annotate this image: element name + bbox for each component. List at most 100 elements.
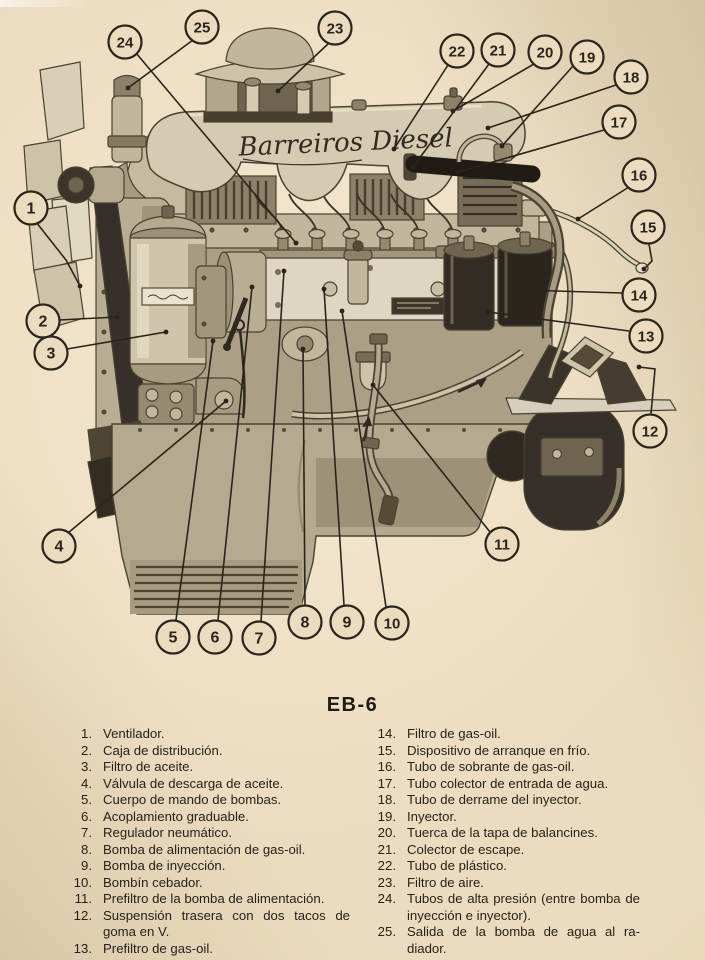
legend-item-number: 21. — [377, 841, 396, 857]
injection-pump — [259, 249, 501, 321]
legend-item: 2.Caja de distribución. — [56, 743, 350, 760]
legend-item-text: Tubo colector de entrada de agua. — [407, 775, 609, 791]
callout-circle-13 — [628, 318, 664, 354]
legend-item-text: Filtro de gas-oil. — [407, 726, 501, 741]
callout-number-14: 14 — [631, 288, 648, 305]
callout-dot-18 — [485, 125, 491, 131]
legend-item-text: Bomba de inyección. — [103, 858, 226, 873]
callout-circle-20 — [527, 34, 563, 70]
callout-dot-11 — [370, 382, 376, 388]
engine-illustration: Barreiros Diesel — [13, 9, 678, 656]
legend-item-text: Prefiltro de gas-oil. — [103, 940, 213, 956]
air-filter — [193, 27, 347, 123]
callout-dot-25 — [125, 85, 131, 91]
callout-line-18 — [487, 84, 617, 129]
legend-item-text: Colector de escape. — [407, 841, 525, 857]
callout-number-17: 17 — [611, 115, 628, 132]
callout-dot-16 — [575, 216, 581, 222]
legend-item-number: 19. — [377, 808, 396, 824]
callout-number-3: 3 — [47, 346, 56, 363]
legend-item-number: 25. — [377, 924, 396, 939]
callout-dot-4 — [223, 398, 229, 404]
callout-dot-21 — [410, 164, 416, 170]
callout-circle-9 — [329, 604, 365, 640]
callout-number-8: 8 — [301, 615, 310, 632]
callout-number-13: 13 — [638, 329, 655, 346]
legend-item: 9.Bomba de inyección. — [56, 858, 350, 875]
callout-dot-22 — [391, 146, 397, 152]
callout-circle-16 — [621, 157, 657, 193]
legend-item: 6. Acoplamiento graduable. — [56, 809, 350, 826]
fuel-hoses — [291, 333, 525, 526]
callout-line-1 — [35, 221, 81, 287]
callout-line-16 — [577, 186, 630, 220]
callout-line-7 — [260, 270, 285, 622]
callout-circle-10 — [374, 605, 410, 641]
legend-item-number: 7. — [81, 825, 92, 840]
callout-line-10 — [341, 310, 387, 608]
legend-item: 5.Cuerpo de mando de bombas. — [56, 792, 350, 809]
callout-circle-11 — [484, 526, 520, 562]
callout-number-24: 24 — [117, 35, 134, 52]
callout-circle-7 — [241, 620, 277, 656]
callout-circle-1 — [13, 190, 49, 226]
legend-column-right: 14.Filtro de gas-oil.15.Dispositivo de a… — [360, 726, 640, 957]
callout-dot-8 — [300, 346, 306, 352]
legend-item-number: 18. — [377, 792, 396, 807]
callout-circle-18 — [613, 59, 649, 95]
dipstick — [233, 319, 246, 419]
callout-line-8 — [302, 348, 306, 606]
callout-number-21: 21 — [490, 43, 507, 60]
legend-item-text: Tuerca de la tapa de balancines. — [407, 825, 598, 840]
callout-number-2: 2 — [39, 314, 48, 331]
legend-item-text: Tubo de sobrante de gas-oil. — [407, 759, 575, 774]
callout-number-10: 10 — [384, 616, 401, 633]
callout-dot-3 — [163, 329, 169, 335]
legend-item-number: 6. — [81, 808, 92, 824]
callout-circle-12 — [632, 413, 668, 449]
legend-item-text: Inyector. — [407, 808, 457, 824]
callout-line-14 — [522, 289, 623, 294]
fuel-lift-pump — [281, 326, 329, 362]
legend-item: 4.Válvula de descarga de aceite. — [56, 776, 350, 793]
legend-item: 15.Dispositivo de arranque en frío. — [360, 743, 640, 760]
legend-item-text: Ventilador. — [103, 726, 165, 741]
callout-line-17 — [457, 129, 605, 173]
legend-item-number: 24. — [377, 891, 396, 906]
legend-column-left: 1.Ventilador.2.Caja de distribución.3.Fi… — [56, 726, 350, 957]
callout-number-11: 11 — [494, 537, 510, 554]
callout-line-23 — [277, 42, 330, 92]
callout-dot-9 — [321, 286, 327, 292]
legend-item-text: Prefiltro de la bomba de alimentación. — [103, 891, 325, 906]
callout-number-23: 23 — [327, 21, 344, 38]
legend-item-number: 11. — [74, 891, 92, 906]
legend-item: 21. Colector de escape. — [360, 842, 640, 859]
callout-number-20: 20 — [537, 45, 554, 62]
callout-circle-4 — [41, 528, 77, 564]
callout-circle-21 — [480, 32, 516, 68]
legend-item: 16.Tubo de sobrante de gas-oil. — [360, 759, 640, 776]
callout-dot-17 — [455, 169, 461, 175]
legend-item: 1.Ventilador. — [56, 726, 350, 743]
legend-item-text: Caja de distribución. — [103, 742, 223, 758]
callout-line-2 — [58, 316, 118, 321]
legend-item: 24. Tubos de alta presión (entre bomba de… — [360, 891, 640, 924]
injector-leakoff-tube — [456, 133, 513, 163]
callout-number-12: 12 — [642, 424, 659, 441]
legend-item-text: Acoplamiento graduable. — [103, 808, 249, 824]
callout-dot-23 — [275, 88, 281, 94]
legend-item: 20.Tuerca de la tapa de balancines. — [360, 825, 640, 842]
legend-item-text: Bomba de alimentación de gas-oil. — [103, 841, 306, 857]
callout-number-15: 15 — [640, 220, 657, 237]
legend-item-text: Tubos de alta presión (entre bomba de in… — [407, 891, 640, 923]
legend-item-text: Tubo de plástico. — [407, 858, 507, 873]
callout-number-4: 4 — [55, 539, 64, 556]
legend-item: 14.Filtro de gas-oil. — [360, 726, 640, 743]
legend-item: 10.Bombín cebador. — [56, 875, 350, 892]
callout-number-1: 1 — [27, 201, 36, 218]
callout-line-4 — [67, 400, 227, 534]
primer-pump — [343, 240, 373, 305]
legend-item: 13.Prefiltro de gas-oil. — [56, 941, 350, 958]
callout-circle-17 — [601, 104, 637, 140]
legend-item-number: 5. — [81, 792, 92, 807]
